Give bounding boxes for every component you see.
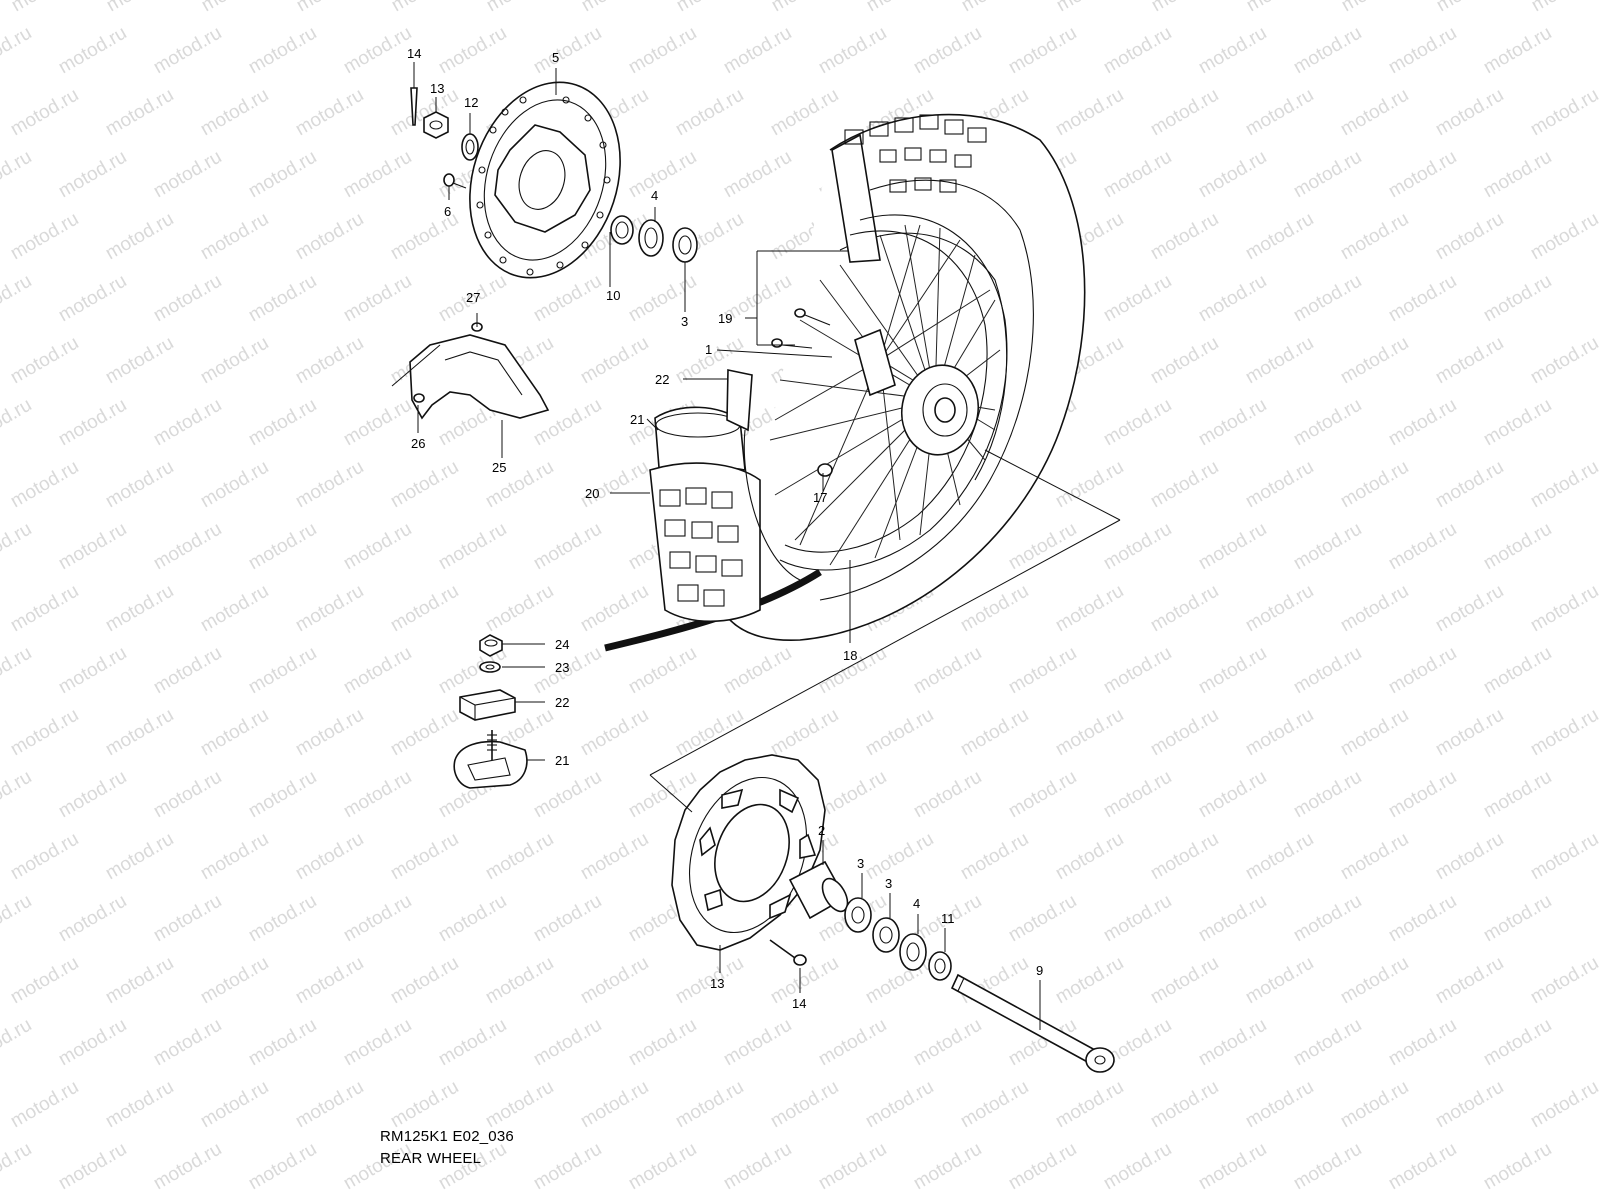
bearing-upper — [672, 227, 698, 263]
label-27: 27 — [466, 290, 480, 305]
label-12: 14 — [407, 46, 421, 61]
label-7: 9 — [1036, 963, 1043, 978]
diagram-title: REAR WHEEL — [380, 1150, 482, 1167]
label-13: 13 — [710, 976, 724, 991]
label-3-lower-b: 3 — [885, 876, 892, 891]
label-22: 22 — [555, 695, 569, 710]
cotter-pin — [410, 87, 418, 126]
sprocket-bolt — [769, 939, 807, 966]
bearing-lower-1 — [844, 897, 872, 933]
rim-lock-rubber — [459, 689, 516, 721]
label-2: 2 — [818, 823, 825, 838]
label-9: 11 — [941, 911, 955, 926]
rear-sprocket — [671, 754, 826, 951]
label-4-lower: 4 — [913, 896, 920, 911]
rim-lock-washer — [479, 661, 501, 673]
label-15: 17 — [813, 490, 827, 505]
leader-lines — [413, 62, 1041, 1030]
tire-tube — [654, 369, 753, 482]
rear-tire — [729, 113, 1086, 641]
label-4-upper: 4 — [651, 188, 658, 203]
label-5: 5 — [552, 50, 559, 65]
label-24: 24 — [555, 637, 569, 652]
axle-nut — [423, 111, 449, 139]
label-1: 1 — [705, 342, 712, 357]
label-23: 23 — [555, 660, 569, 675]
label-26: 26 — [411, 436, 425, 451]
label-3-lower-a: 3 — [857, 856, 864, 871]
label-19: 21 — [630, 412, 644, 427]
diagram-code: RM125K1 E02_036 — [380, 1128, 514, 1145]
rim-lock-nut — [479, 634, 503, 657]
label-10: 12 — [464, 95, 478, 110]
tire-section — [649, 429, 801, 622]
label-25: 25 — [492, 460, 506, 475]
center-spacer — [788, 860, 849, 920]
part-labels: 14 13 12 5 6 4 10 3 19 1 22 21 20 17 18 … — [407, 46, 1043, 1011]
oil-seal-upper — [638, 219, 664, 257]
label-18: 20 — [585, 486, 599, 501]
rear-axle — [950, 973, 1115, 1073]
label-6: 6 — [444, 204, 451, 219]
washer — [461, 133, 479, 161]
assembly-lines — [649, 250, 1121, 813]
label-11: 13 — [430, 81, 444, 96]
disc-guard — [391, 322, 550, 420]
label-14: 14 — [792, 996, 806, 1011]
bearing-lower-2 — [872, 917, 900, 953]
hub — [817, 328, 980, 477]
label-16: 18 — [843, 648, 857, 663]
spacer-upper — [610, 215, 634, 245]
label-17: 19 — [718, 311, 732, 326]
spacer-lower — [928, 951, 952, 981]
label-3-upper: 3 — [681, 314, 688, 329]
rim-lock — [453, 730, 528, 789]
label-8: 10 — [606, 288, 620, 303]
oil-seal-lower — [899, 933, 927, 971]
brake-disc — [469, 81, 621, 279]
disc-bolt — [443, 173, 467, 189]
label-21: 21 — [555, 753, 569, 768]
label-20: 22 — [655, 372, 669, 387]
